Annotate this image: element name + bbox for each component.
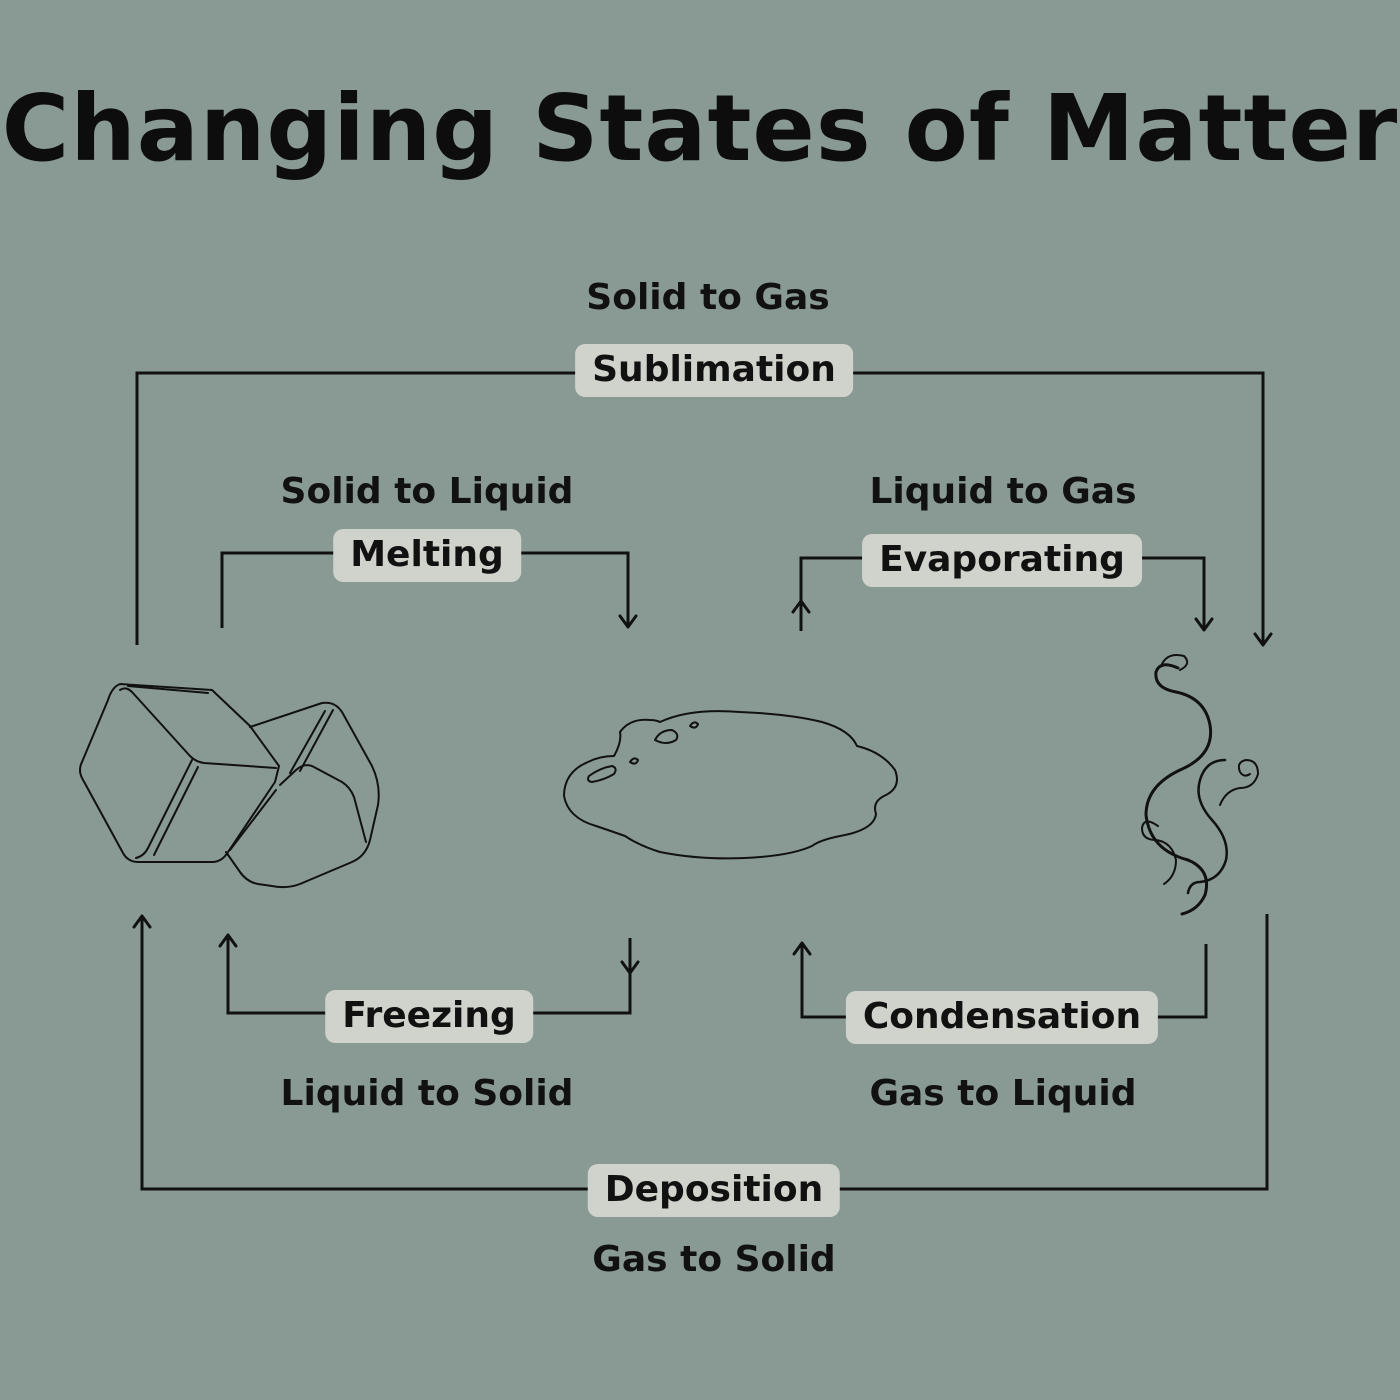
freezing-arrowhead-down — [620, 960, 640, 975]
puddle-icon — [563, 710, 898, 860]
condensation-arrowhead — [792, 941, 812, 956]
melting-arrowhead — [618, 614, 638, 629]
freezing-label: Freezing — [325, 990, 533, 1043]
sublimation-arrowhead — [1253, 632, 1273, 647]
deposition-label: Deposition — [587, 1164, 841, 1217]
deposition-connector — [140, 914, 1269, 1191]
freezing-arrowhead-up — [218, 933, 238, 948]
evaporating-description: Liquid to Gas — [869, 471, 1137, 512]
evaporating-arrowhead-down — [1194, 617, 1214, 632]
deposition-description: Gas to Solid — [592, 1239, 836, 1280]
melting-description: Solid to Liquid — [280, 471, 574, 512]
steam-icon — [1140, 654, 1260, 916]
condensation-description: Gas to Liquid — [869, 1073, 1137, 1114]
sublimation-label: Sublimation — [575, 344, 853, 397]
deposition-arrowhead — [132, 914, 152, 929]
evaporating-label: Evaporating — [862, 534, 1142, 587]
page-title: Changing States of Matter — [1, 75, 1399, 182]
evaporating-arrowhead-up — [791, 599, 811, 614]
ice-cubes-icon — [79, 683, 380, 889]
freezing-description: Liquid to Solid — [280, 1073, 574, 1114]
condensation-label: Condensation — [845, 991, 1159, 1044]
melting-label: Melting — [333, 529, 521, 582]
sublimation-description: Solid to Gas — [586, 277, 830, 318]
